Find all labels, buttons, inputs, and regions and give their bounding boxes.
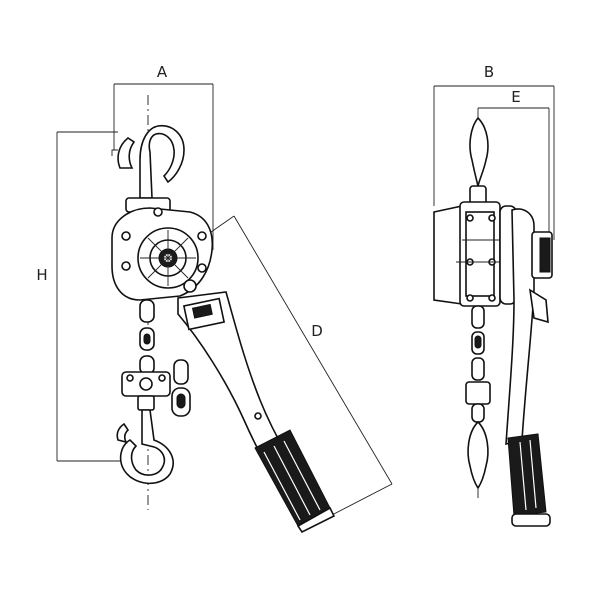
dimension-label-h: H [36,266,47,284]
side-bottom-hook [467,420,489,490]
bottom-hook [116,409,174,485]
dimension-label-a: A [157,63,168,81]
dimension-e: E [477,88,550,240]
top-hook [111,125,185,199]
side-lever [505,208,553,446]
dimension-label-d: D [311,322,323,340]
dimension-b: B [433,63,555,240]
side-view: B E [433,63,555,527]
side-grip [507,433,551,527]
bottom-hook-block [121,371,171,411]
dimension-a: A [113,63,214,250]
handle-grip [254,429,336,534]
side-top-hook [469,116,489,187]
dimension-label-e: E [511,88,520,106]
side-load-chain [465,305,491,423]
dimension-h: H [36,131,130,462]
front-view: A H D [36,63,393,534]
dimension-label-b: B [484,63,494,81]
hoist-body [111,207,214,301]
side-housing [433,201,517,307]
load-chain [139,299,191,417]
